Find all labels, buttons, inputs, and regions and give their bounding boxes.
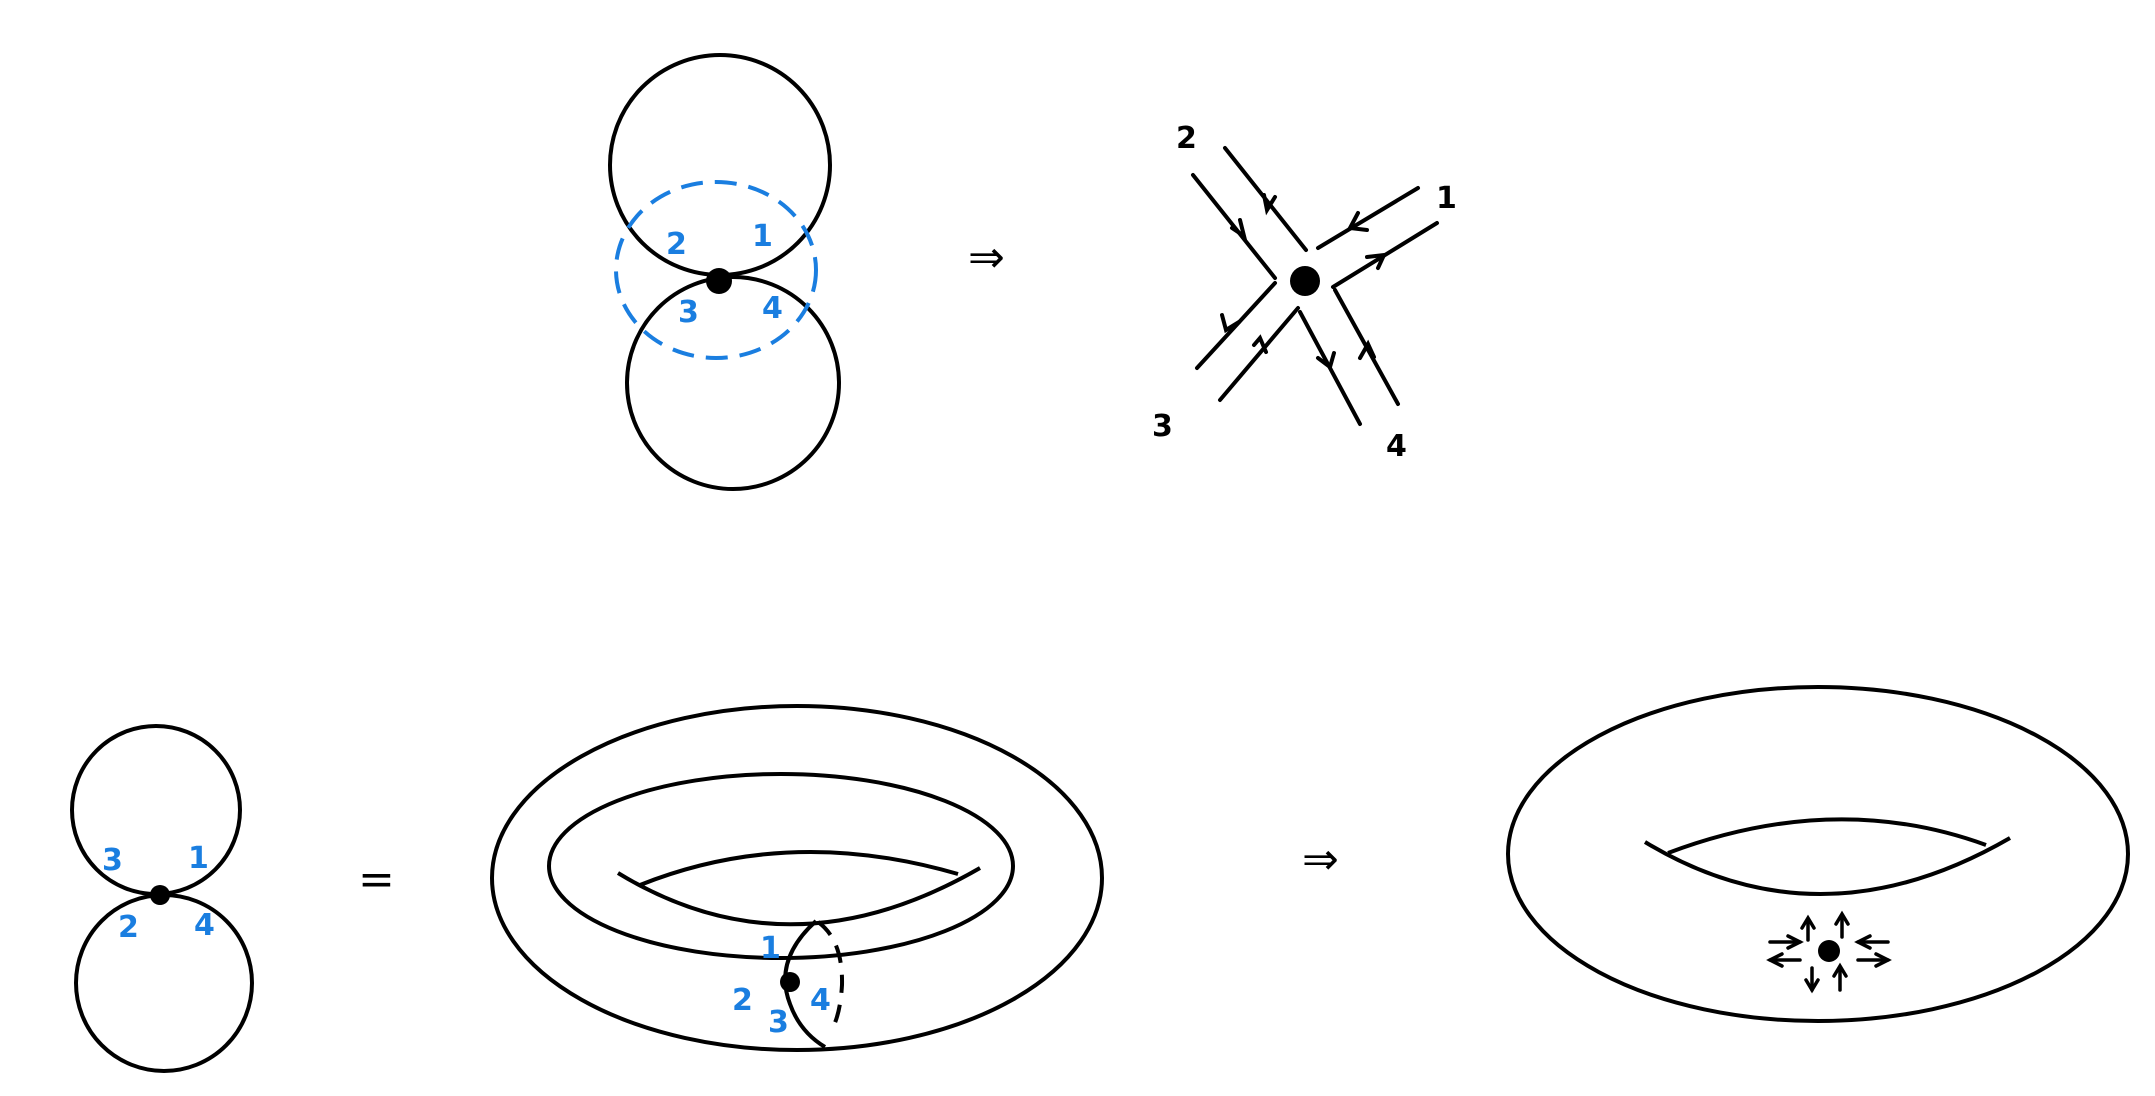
torus-label-2: 2 <box>732 983 753 1018</box>
cross-label-4: 4 <box>1386 429 1407 464</box>
torus-wedge-point <box>780 972 800 992</box>
torus-right <box>1506 685 2130 1023</box>
small-upper-loop <box>70 724 242 896</box>
strand-3b <box>1218 306 1300 402</box>
cross-center-point <box>1290 266 1320 296</box>
lower-loop <box>625 275 841 491</box>
cross-label-2: 2 <box>1176 121 1197 156</box>
torus-middle <box>490 704 1104 1052</box>
label-3: 3 <box>678 295 699 330</box>
torus-hole-upper <box>639 850 959 887</box>
small-label-3: 3 <box>102 843 123 878</box>
torus-right-hole-lower <box>1643 836 2012 896</box>
label-1: 1 <box>752 219 773 254</box>
torus-label-4: 4 <box>810 983 831 1018</box>
implies-arrow-bottom: ⇒ <box>1302 834 1339 885</box>
torus-right-hole-upper <box>1667 817 1987 855</box>
torus-hole-lower <box>616 866 982 927</box>
torus-label-3: 3 <box>768 1005 789 1040</box>
strand-1a <box>1316 186 1420 250</box>
dashed-neighborhood <box>614 180 818 360</box>
cross-arrowheads <box>1220 193 1388 371</box>
torus-label-1: 1 <box>760 931 781 966</box>
implies-arrow-top: ⇒ <box>968 232 1005 283</box>
upper-loop <box>608 53 832 277</box>
torus-outer <box>490 704 1104 1052</box>
torus-meridian-back <box>816 920 845 1034</box>
label-4: 4 <box>762 291 783 326</box>
small-wedge-point <box>150 885 170 905</box>
small-label-2: 2 <box>118 910 139 945</box>
small-label-1: 1 <box>188 841 209 876</box>
strand-2b <box>1191 173 1277 280</box>
torus-longitude <box>547 772 1015 960</box>
small-lower-loop <box>74 893 254 1073</box>
small-label-4: 4 <box>194 908 215 943</box>
singular-point <box>1818 940 1840 962</box>
equals-sign: = <box>358 854 395 905</box>
cross-label-1: 1 <box>1436 181 1457 216</box>
singular-point-arrows <box>1766 910 1892 994</box>
torus-meridian-front <box>783 919 827 1049</box>
torus-right-outer <box>1506 685 2130 1023</box>
wedge-point <box>706 268 732 294</box>
label-2: 2 <box>666 227 687 262</box>
cross-label-3: 3 <box>1152 409 1173 444</box>
